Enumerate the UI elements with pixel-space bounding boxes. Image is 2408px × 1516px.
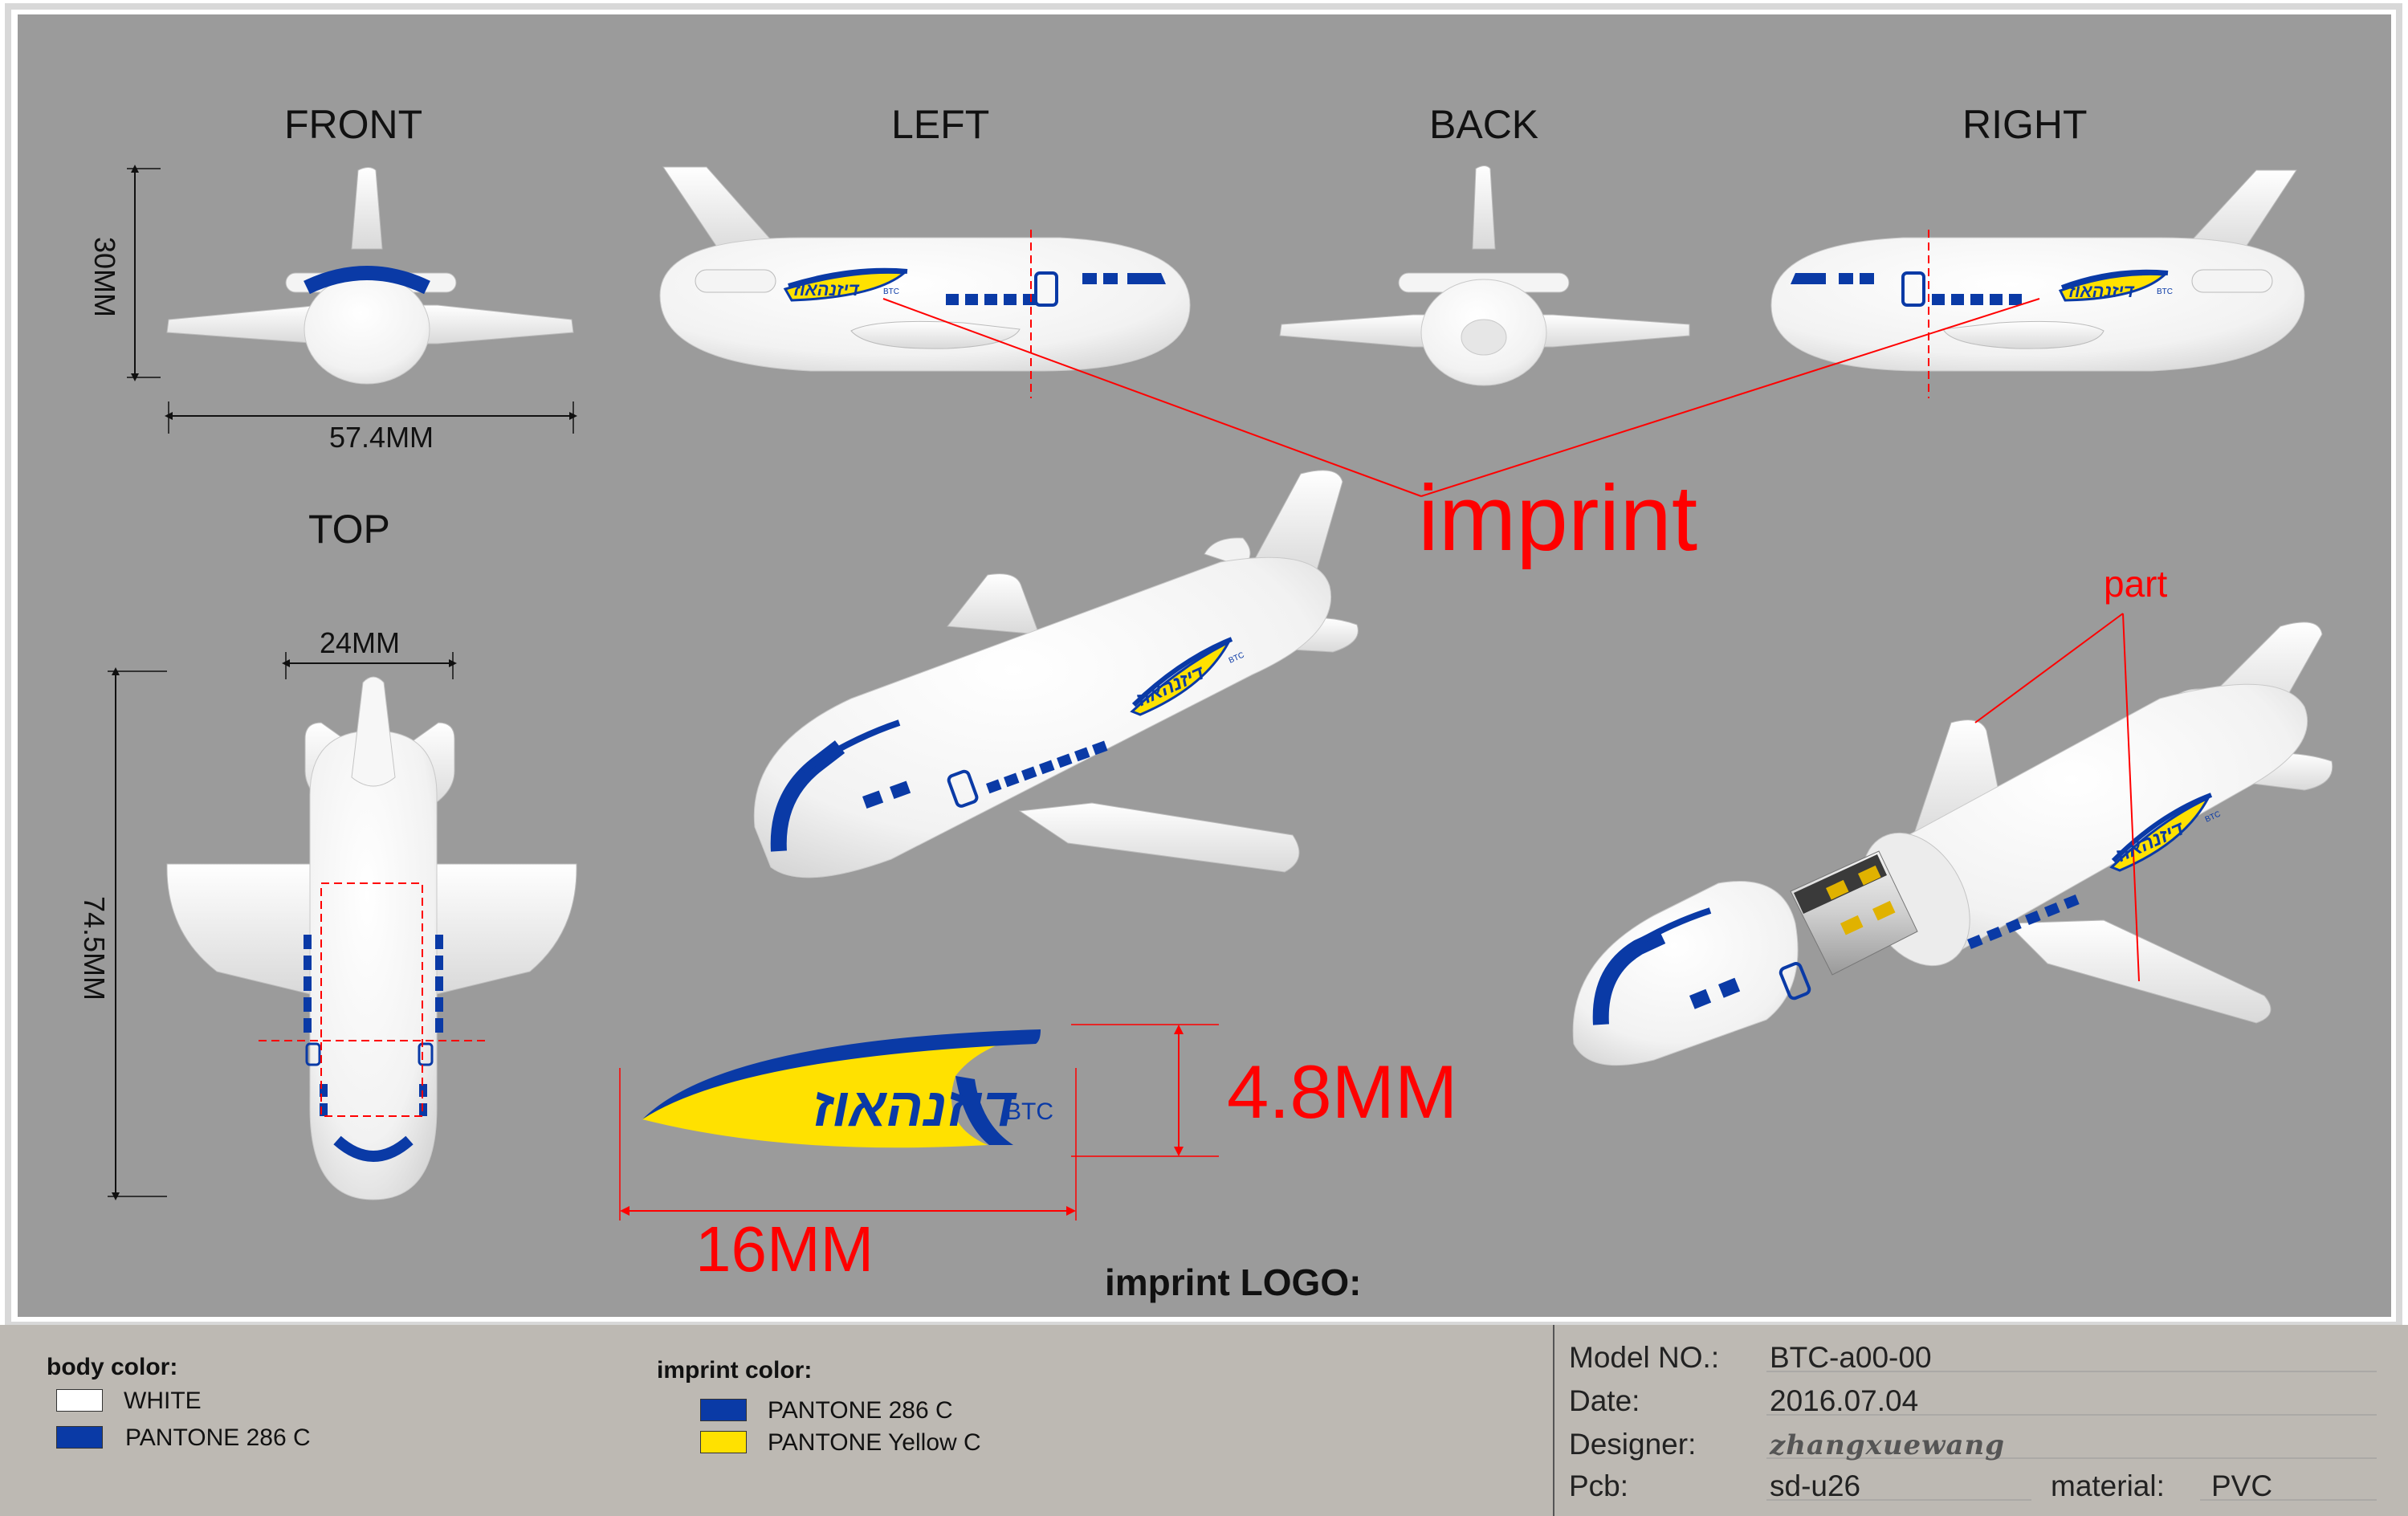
dimension-height-label: 30MM [88,236,122,318]
top-length-dimension [108,667,167,1200]
material-label: material: [2051,1469,2165,1502]
logo-width-dimension [619,1068,1077,1221]
pcb-value: sd-u26 [1770,1469,1861,1502]
date-label: Date: [1569,1384,1640,1417]
imprint-color-navy-label: PANTONE 286 C [768,1397,953,1424]
front-height-dimension [127,165,161,381]
top-body-width-dimension [282,652,457,679]
view-title-right: RIGHT [1962,102,2088,147]
material-value: PVC [2211,1469,2273,1502]
model-number-value: BTC-a00-00 [1770,1341,1932,1374]
body-color-swatch-navy [56,1426,103,1449]
left-view-logo-text: דיזנהאוז [793,279,860,300]
open-perspective-plane [1572,621,2333,1066]
logo-sub-text: BTC [1005,1098,1053,1125]
imprint-color-swatch-navy [700,1399,747,1421]
view-title-top: TOP [308,507,390,552]
view-title-back: BACK [1429,102,1539,147]
body-color-swatch-white [56,1389,103,1412]
logo-height-dimension [1071,1024,1219,1157]
front-width-dimension [165,401,577,434]
logo-text: דיזנהאוז [813,1077,1017,1138]
right-view-logo-text: דיזנהאוז [2068,281,2135,301]
body-color-navy-label: PANTONE 286 C [125,1424,311,1451]
part-leader-lines [1974,613,2140,982]
front-view-plane [166,167,574,385]
top-view-plane [166,676,577,1200]
imprint-color-yellow-label: PANTONE Yellow C [768,1429,981,1456]
left-view-plane [659,166,1191,372]
right-view-logo-sub: BTC [2157,287,2173,296]
imprint-logo-heading: imprint LOGO: [1105,1261,1362,1303]
designer-signature: zhangxuewang [1770,1429,2005,1461]
logo-height-label: 4.8MM [1227,1049,1458,1134]
imprint-color-swatch-yellow [700,1431,747,1453]
right-view-plane [1770,169,2305,372]
dimension-length-label: 74.5MM [78,895,112,1001]
logo-width-label: 16MM [695,1213,874,1285]
part-callout: part [2104,563,2168,605]
left-view-logo-sub: BTC [883,287,899,296]
perspective-plane [753,470,1359,878]
date-value: 2016.07.04 [1770,1384,1919,1417]
body-color-heading: body color: [47,1354,178,1380]
view-title-left: LEFT [891,102,990,147]
back-view-plane [1279,165,1690,386]
usb-connector [1790,850,1918,976]
imprint-callout: imprint [1418,466,1698,570]
dimension-body-width-label: 24MM [320,626,401,659]
designer-label: Designer: [1569,1428,1697,1461]
imprint-leader-lines [882,298,2040,497]
pcb-label: Pcb: [1569,1469,1629,1502]
logo-artwork [642,1029,1041,1148]
view-title-front: FRONT [284,102,423,147]
dimension-width-label: 57.4MM [329,421,434,454]
imprint-color-heading: imprint color: [657,1357,813,1384]
body-color-white-label: WHITE [124,1388,202,1414]
model-number-label: Model NO.: [1569,1341,1720,1374]
footer-background [0,1325,2408,1516]
